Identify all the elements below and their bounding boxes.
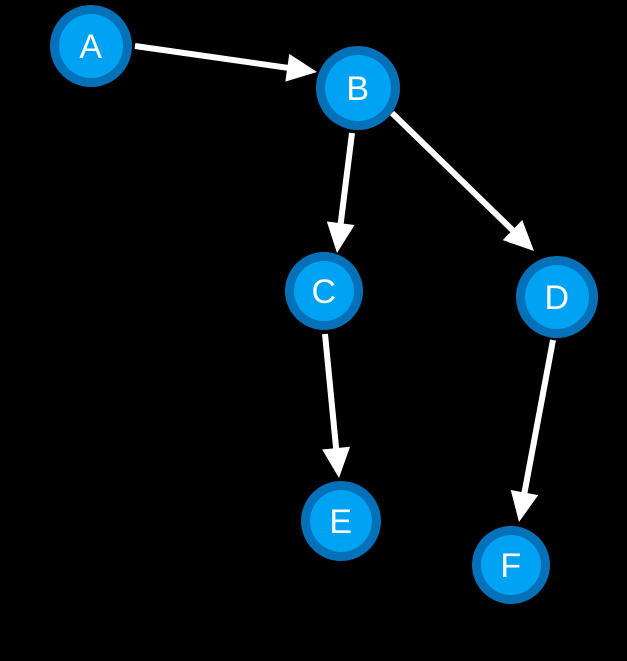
node-fill	[525, 265, 589, 329]
edge-d-f[interactable]	[510, 339, 556, 522]
arrowhead-icon	[322, 446, 351, 478]
node-label: B	[346, 70, 369, 108]
node-fill	[59, 14, 123, 78]
graph-node-a[interactable]: A	[50, 5, 132, 87]
edge-line	[337, 132, 355, 227]
edge-b-d[interactable]	[389, 110, 534, 251]
arrowhead-icon	[502, 220, 534, 251]
arrowhead-icon	[326, 221, 355, 253]
edge-line	[134, 43, 291, 72]
node-label: F	[500, 547, 521, 585]
graph-node-b[interactable]: B	[316, 46, 400, 130]
edge-line	[389, 110, 517, 235]
edge-line	[521, 339, 556, 497]
graph-node-d[interactable]: D	[516, 256, 598, 338]
graph-node-f[interactable]: F	[472, 526, 550, 604]
edge-b-c[interactable]	[326, 132, 355, 253]
graph-node-c[interactable]: C	[285, 252, 363, 330]
node-fill	[310, 490, 372, 552]
graph-node-e[interactable]: E	[301, 481, 381, 561]
node-label: E	[329, 503, 352, 541]
node-fill	[294, 261, 354, 321]
edge-a-b[interactable]	[134, 43, 317, 82]
node-fill	[325, 55, 391, 121]
arrowhead-icon	[285, 53, 317, 82]
edges-layer	[134, 43, 556, 522]
node-label: A	[79, 28, 102, 66]
node-label: C	[311, 273, 336, 311]
arrowhead-icon	[510, 489, 539, 522]
edge-c-e[interactable]	[322, 333, 351, 478]
edge-line	[322, 333, 340, 452]
node-fill	[481, 535, 541, 595]
nodes-layer: A B C D E F	[50, 5, 598, 604]
node-label: D	[544, 279, 569, 317]
